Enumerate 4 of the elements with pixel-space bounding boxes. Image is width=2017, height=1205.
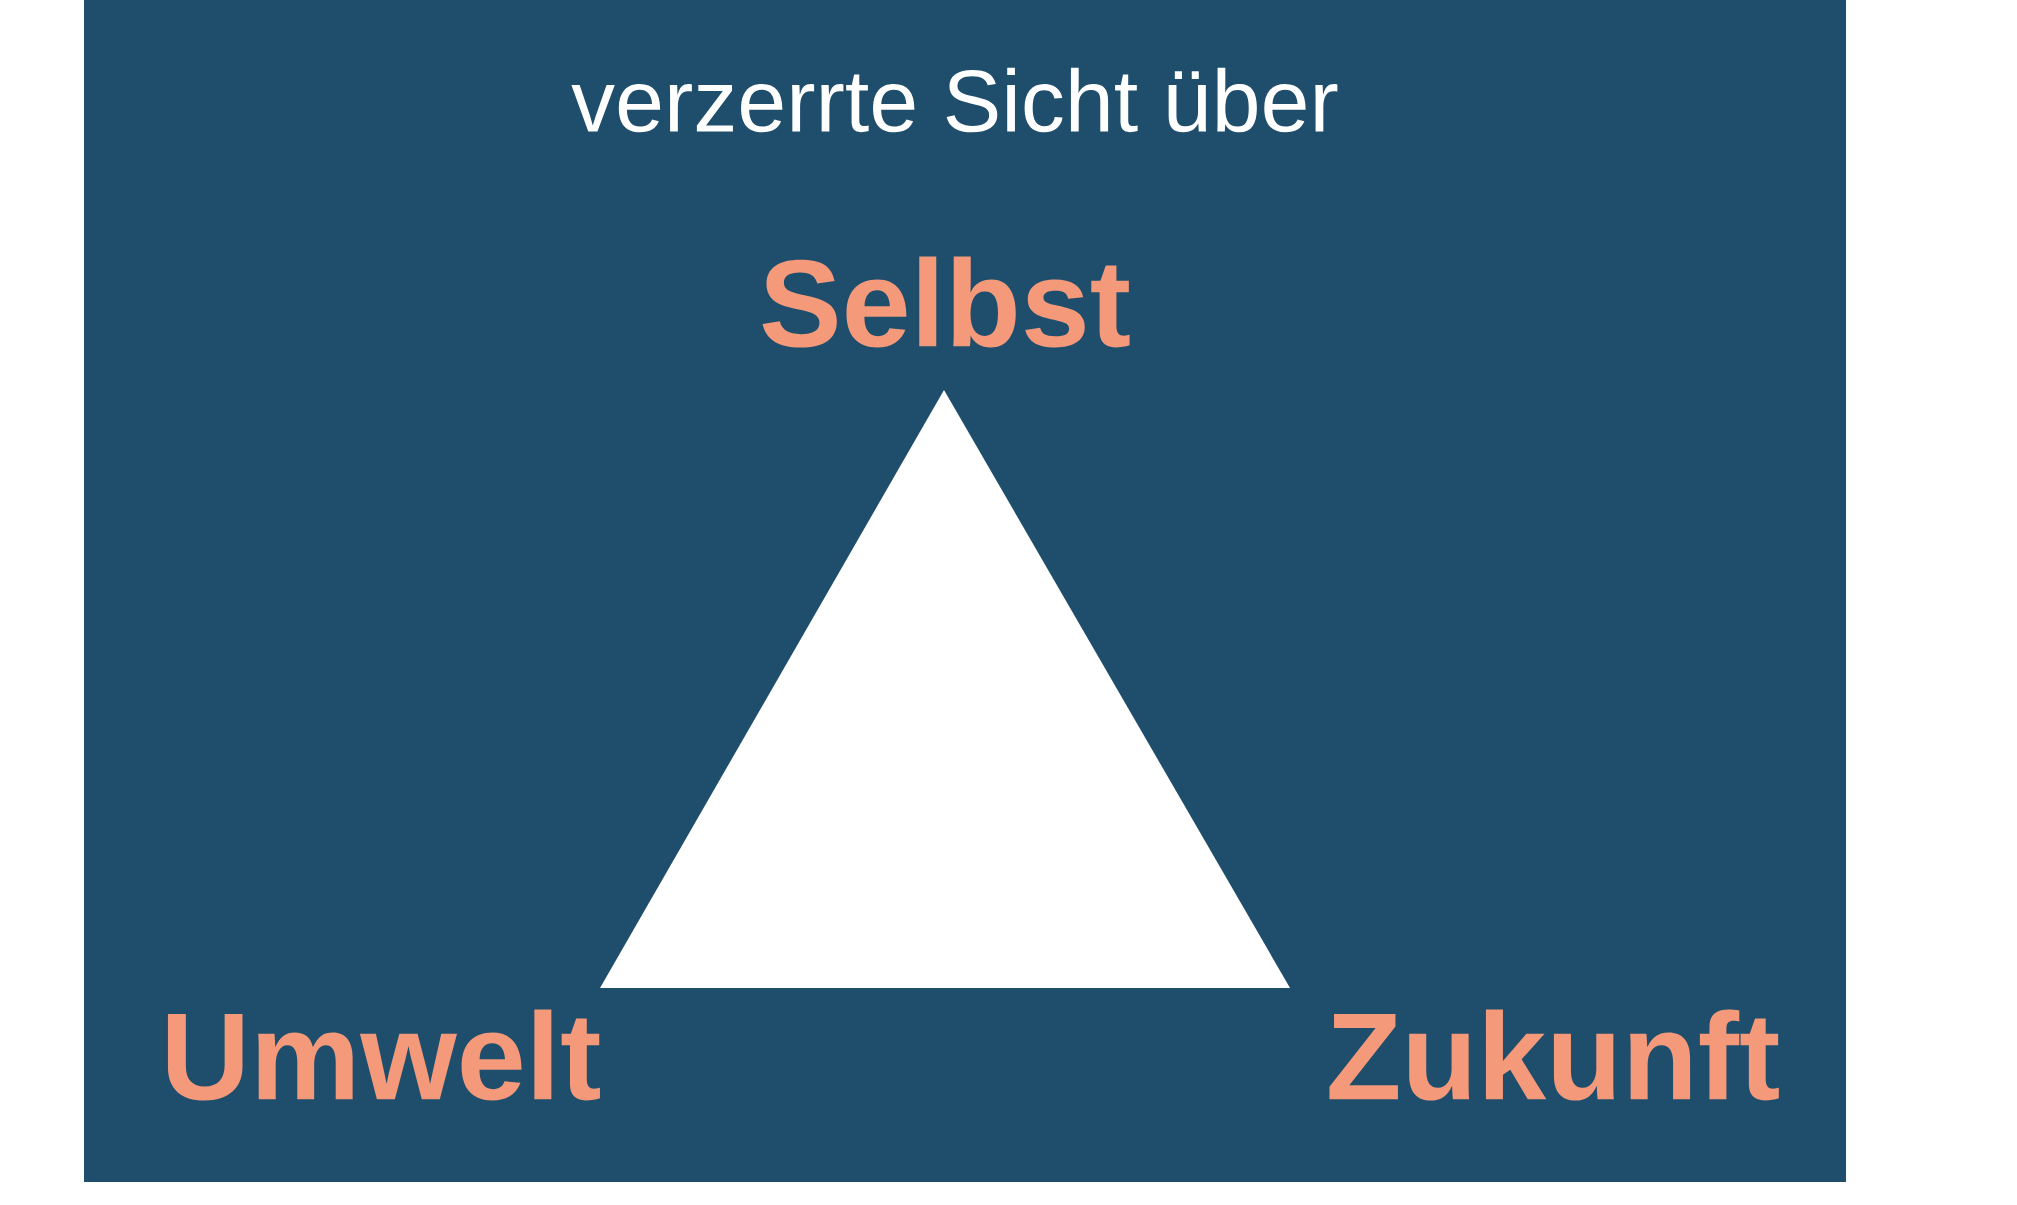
corner-label: Zukunft bbox=[1329, 1009, 1779, 1101]
corner-label: Umwelt bbox=[167, 1009, 600, 1101]
triangle bbox=[600, 390, 1290, 988]
title: verzerrte Sicht über bbox=[571, 67, 1338, 133]
